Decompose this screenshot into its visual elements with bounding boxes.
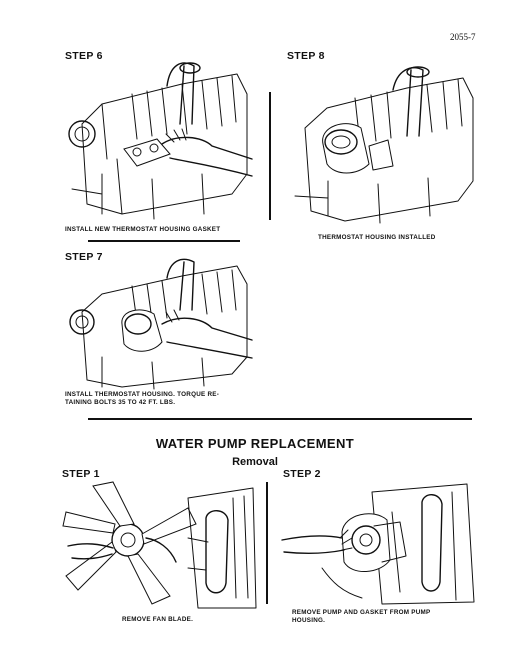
step-8-label: STEP 8 xyxy=(287,50,325,62)
step-8-caption: THERMOSTAT HOUSING INSTALLED xyxy=(318,234,436,241)
column-divider-bottom xyxy=(266,482,268,604)
column-divider xyxy=(269,92,271,220)
page-number: 2055-7 xyxy=(450,32,476,42)
section-title: WATER PUMP REPLACEMENT xyxy=(155,436,355,451)
section-divider xyxy=(88,418,472,420)
step-1-label: STEP 1 xyxy=(62,468,100,480)
step-6-label: STEP 6 xyxy=(65,50,103,62)
step-7-illustration xyxy=(69,258,253,390)
step-2-illustration xyxy=(281,483,475,605)
step-2-caption: REMOVE PUMP AND GASKET FROM PUMP HOUSING… xyxy=(292,609,431,624)
step-7-label: STEP 7 xyxy=(65,251,103,263)
section-subtitle: Removal xyxy=(232,456,278,468)
step-2-label: STEP 2 xyxy=(283,468,321,480)
step-1-illustration xyxy=(62,481,257,609)
step-8-illustration xyxy=(294,66,474,224)
step-6-caption: INSTALL NEW THERMOSTAT HOUSING GASKET xyxy=(65,226,221,233)
step-6-illustration xyxy=(68,62,253,220)
step-7-caption: INSTALL THERMOSTAT HOUSING. TORQUE RE- T… xyxy=(65,391,220,406)
step-1-caption: REMOVE FAN BLADE. xyxy=(122,616,194,623)
step-divider xyxy=(88,240,240,242)
